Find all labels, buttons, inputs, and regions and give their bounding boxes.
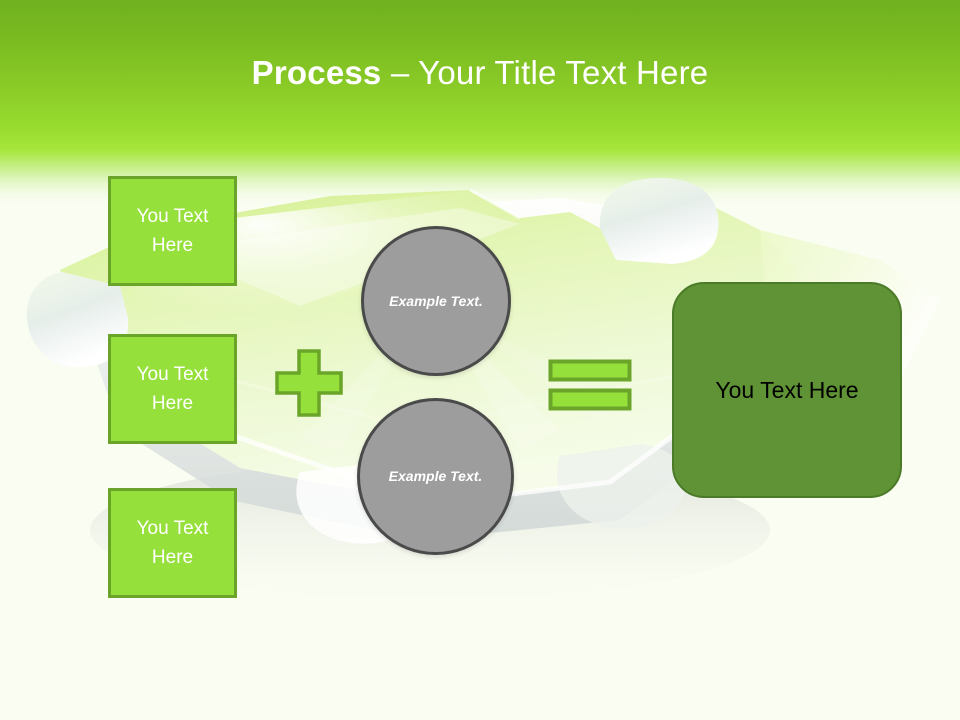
header-gradient-band (0, 0, 960, 205)
slide-title-emphasis: Process (251, 54, 382, 91)
input-box-3[interactable]: You Text Here (108, 488, 237, 598)
example-circle-1-label: Example Text. (389, 292, 483, 309)
input-box-3-label: You Text Here (136, 518, 209, 568)
example-circle-2-label: Example Text. (388, 468, 483, 484)
result-box[interactable]: You Text Here (672, 282, 902, 498)
result-box-label: You Text Here (715, 377, 859, 403)
input-box-1[interactable]: You Text Here (108, 176, 237, 286)
input-box-2-label: You Text Here (136, 364, 209, 414)
slide-title: Process – Your Title Text Here (0, 52, 960, 94)
equals-icon (548, 359, 632, 411)
input-box-1-label: You Text Here (136, 206, 209, 256)
slide-title-rest: – Your Title Text Here (381, 54, 709, 91)
plus-icon (274, 348, 344, 418)
input-box-2[interactable]: You Text Here (108, 334, 237, 444)
example-circle-2[interactable]: Example Text. (357, 398, 514, 555)
example-circle-1[interactable]: Example Text. (361, 226, 511, 376)
